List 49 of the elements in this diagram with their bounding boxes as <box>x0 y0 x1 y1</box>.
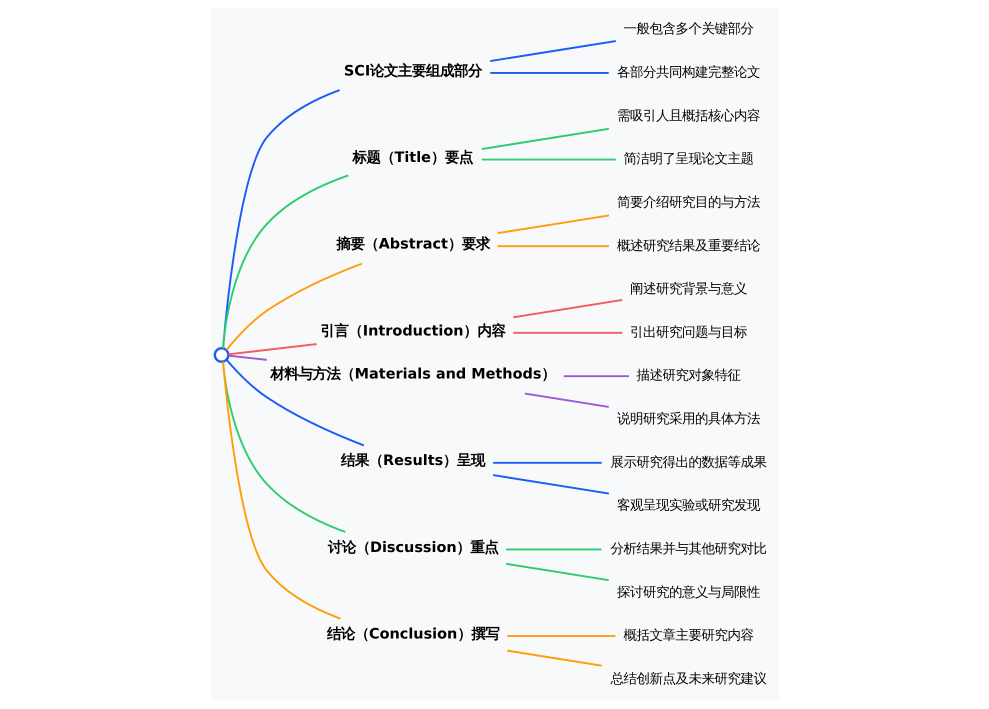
node-text: 简洁明了呈现论文主题 <box>623 151 754 168</box>
node-text: 探讨研究的意义与局限性 <box>616 584 760 600</box>
node-text: 引出研究问题与目标 <box>630 324 747 340</box>
connector <box>222 89 340 348</box>
node-text: 简要介绍研究目的与方法 <box>616 194 760 210</box>
node-text: 结果（Results）呈现 <box>340 453 485 470</box>
node-text: 摘要（Abstract）要求 <box>336 236 490 253</box>
node-text: 分析结果并与其他研究对比 <box>610 541 766 558</box>
node-text: 概括文章主要研究内容 <box>623 628 754 644</box>
connector <box>492 462 602 464</box>
connector <box>512 298 622 318</box>
connector <box>222 362 346 533</box>
node-text: 客观呈现实验或研究发现 <box>616 498 760 514</box>
node-text: 总结创新点及未来研究建议 <box>610 670 766 687</box>
node-text: 需吸引人且概括核心内容 <box>616 108 760 124</box>
connector <box>490 72 608 74</box>
node-text: 说明研究采用的具体方法 <box>616 411 760 428</box>
node-text: 标题（Title）要点 <box>352 150 472 166</box>
node-text: 讨论（Discussion）重点 <box>327 540 498 556</box>
connector <box>228 343 316 356</box>
connector <box>228 354 266 361</box>
connector <box>222 362 340 620</box>
node-text: 展示研究得出的数据等成果 <box>610 454 766 470</box>
connector <box>512 332 622 334</box>
connector <box>496 214 609 234</box>
node-text: 结论（Conclusion）撰写 <box>326 626 499 642</box>
node-text: SCI论文主要组成部分 <box>343 63 482 80</box>
connector <box>506 635 615 638</box>
node-text: 概述研究结果及重要结论 <box>616 238 760 254</box>
connector <box>492 474 609 495</box>
connector <box>506 548 601 550</box>
connector <box>225 262 362 351</box>
connector <box>497 245 608 248</box>
node-text: 引言（Introduction）内容 <box>320 323 506 340</box>
connector <box>563 375 628 378</box>
connector <box>222 174 348 348</box>
node-text: 材料与方法（Materials and Methods） <box>270 366 555 383</box>
node-circle <box>213 347 230 363</box>
node-text: 一般包含多个关键部分 <box>623 21 754 38</box>
node-text: 描述研究对象特征 <box>636 368 740 384</box>
node-text: 阐述研究背景与意义 <box>630 281 747 298</box>
connector <box>481 158 616 161</box>
connector <box>506 650 602 667</box>
connector <box>505 562 608 582</box>
node-text: 各部分共同构建完整论文 <box>616 64 760 80</box>
connector <box>490 40 616 62</box>
connector <box>481 128 609 150</box>
connector <box>524 392 608 408</box>
connector <box>225 359 364 446</box>
